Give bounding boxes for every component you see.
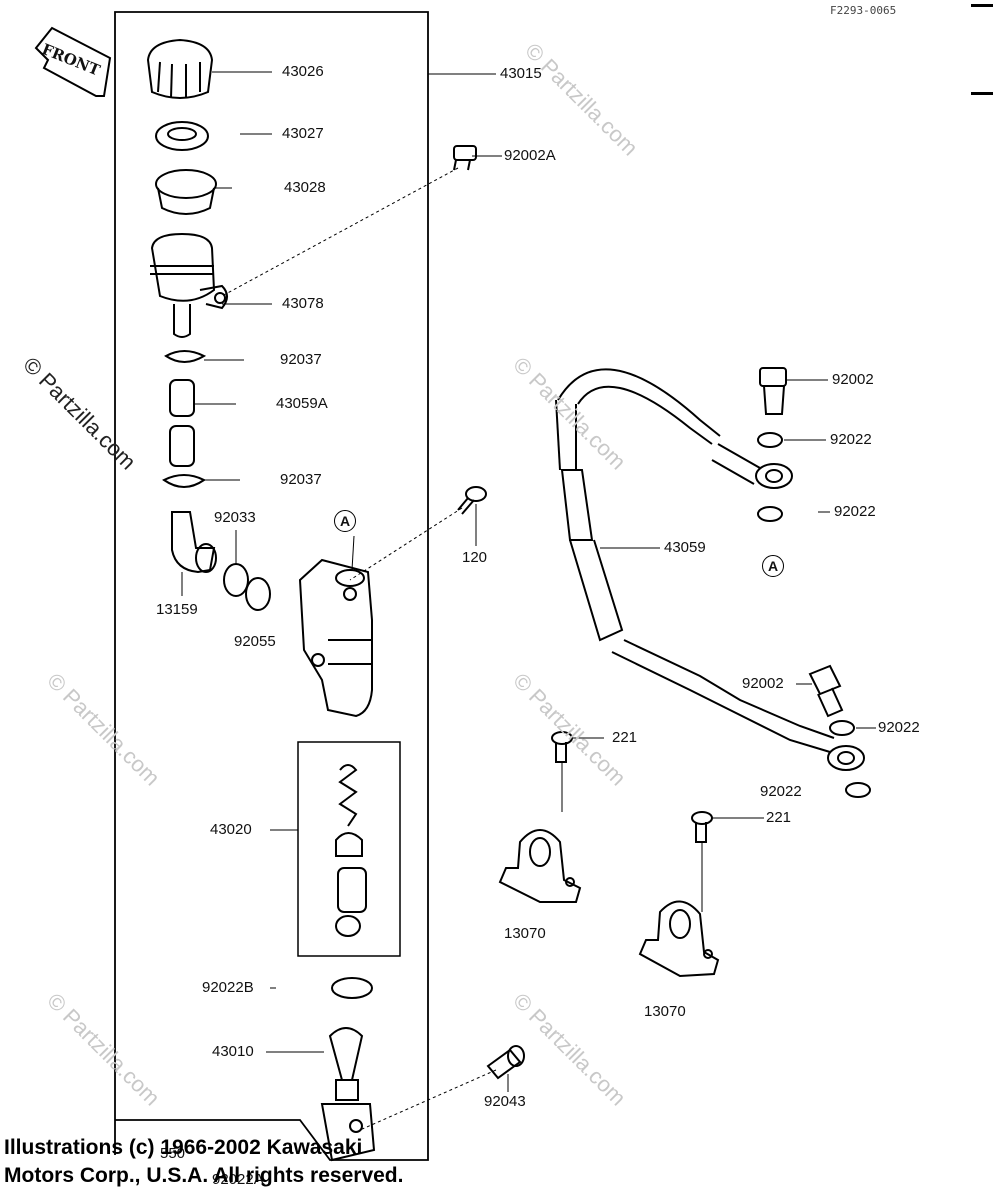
edge-mark [971,92,993,95]
part-label[interactable]: 92037 [280,471,322,488]
washer-icon [757,432,783,448]
part-label[interactable]: 43059 [664,539,706,556]
spring-icon [338,764,358,827]
clamp-icon [162,474,206,488]
circlip-icon [331,977,373,999]
banjo-bolt-icon [808,664,844,718]
bolt-icon [453,145,477,171]
part-label[interactable]: 13070 [644,1003,686,1020]
brake-hose-icon [555,368,865,771]
part-label[interactable]: 43078 [282,295,324,312]
part-label[interactable]: 92002 [832,371,874,388]
o-ring-icon [245,577,271,611]
part-label[interactable]: 92022B [202,979,254,996]
washer-icon [757,506,783,522]
pin-icon [486,1045,525,1080]
part-label[interactable]: 92055 [234,633,276,650]
part-label[interactable]: 43059A [276,395,328,412]
part-label[interactable]: 221 [612,729,638,746]
hose-icon [169,379,195,467]
copyright-notice: Illustrations (c) 1966-2002 Kawasaki Mot… [4,1134,403,1190]
push-rod-icon [320,1027,376,1162]
part-label[interactable]: 43015 [500,65,542,82]
part-label[interactable]: 92022 [878,719,920,736]
part-label[interactable]: 92033 [214,509,256,526]
kit-outline [297,741,401,957]
part-label[interactable]: 92002 [742,675,784,692]
part-label[interactable]: 92002A [504,147,556,164]
copyright-line: Motors Corp., U.S.A. All rights reserved… [4,1164,404,1187]
part-label[interactable]: 120 [462,549,488,566]
part-label[interactable]: 13070 [504,925,546,942]
part-label[interactable]: 221 [766,809,792,826]
reservoir-icon [150,232,228,338]
part-label[interactable]: 43027 [282,125,324,142]
bracket-icon [498,829,582,903]
copyright-line: Illustrations (c) 1966-2002 Kawasaki [4,1136,363,1159]
reference-code: F2293-0065 [830,4,897,17]
snap-ring-icon [223,563,249,597]
bracket-icon [638,900,720,978]
screw-icon [691,811,713,843]
washer-icon [845,782,871,798]
banjo-bolt-icon [759,367,787,415]
piston-icon [337,867,367,913]
part-label[interactable]: 92022 [830,431,872,448]
part-label[interactable]: 92037 [280,351,322,368]
part-label[interactable]: 92022 [760,783,802,800]
diaphragm-icon [155,169,217,215]
edge-mark [971,4,993,7]
seal-icon [335,915,361,937]
part-label[interactable]: 92022A [212,1171,264,1188]
elbow-icon [171,511,217,574]
part-label[interactable]: 43026 [282,63,324,80]
screw-icon [457,486,487,515]
part-label[interactable]: 43028 [284,179,326,196]
plate-icon [155,121,209,151]
callout-a: A [334,510,356,532]
part-label[interactable]: 550 [160,1145,186,1162]
clamp-icon [164,350,207,363]
front-arrow-icon [34,26,112,97]
callout-a: A [762,555,784,577]
part-label[interactable]: 92043 [484,1093,526,1110]
washer-icon [829,720,855,736]
cup-icon [335,832,363,857]
part-label[interactable]: 13159 [156,601,198,618]
part-label[interactable]: 43020 [210,821,252,838]
assembly-outline [114,11,429,1161]
part-label[interactable]: 92022 [834,503,876,520]
master-cylinder-icon [298,558,373,718]
part-label[interactable]: 43010 [212,1043,254,1060]
cap-icon [146,38,214,99]
